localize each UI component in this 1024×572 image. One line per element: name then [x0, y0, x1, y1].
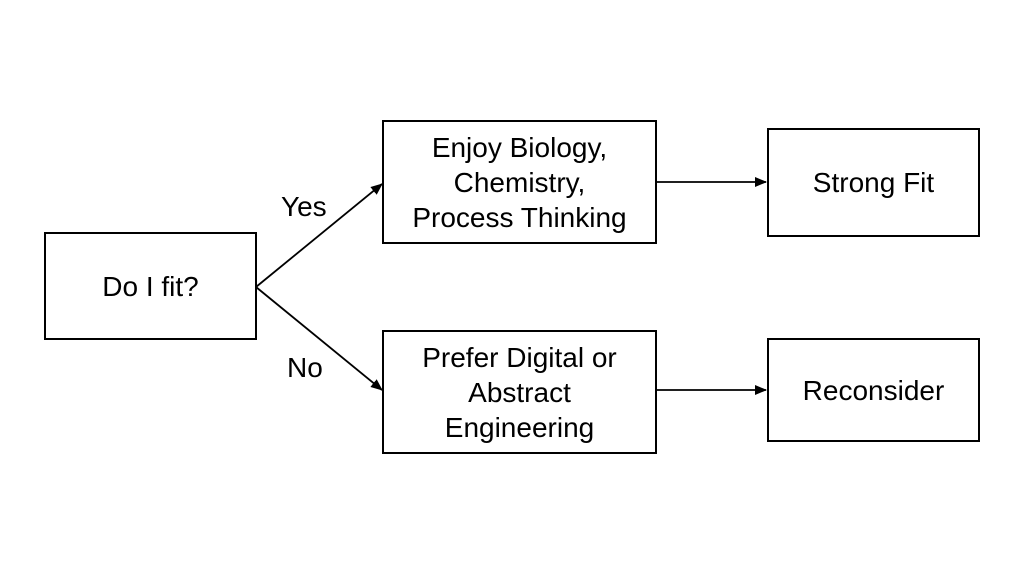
- yes-edge-label: Yes: [281, 191, 327, 222]
- reconsider-label: Reconsider: [802, 374, 945, 406]
- strong-fit-node: Strong Fit: [767, 128, 980, 237]
- arrow-start-to-yes: [255, 183, 383, 288]
- yes-condition-node: Enjoy Biology, Chemistry, Process Thinki…: [382, 120, 657, 244]
- start-node: Do I fit?: [44, 232, 257, 340]
- strong-fit-label: Strong Fit: [812, 167, 935, 198]
- start-node-label: Do I fit?: [102, 270, 199, 302]
- yes-condition-label: Enjoy Biology, Chemistry, Process Thinki…: [412, 131, 627, 233]
- no-condition-node: Prefer Digital or Abstract Engineering: [382, 330, 657, 454]
- arrow-start-to-no: [255, 286, 383, 391]
- reconsider-node: Reconsider: [767, 338, 980, 442]
- no-condition-label: Prefer Digital or Abstract Engineering: [422, 341, 617, 443]
- no-edge-label: No: [287, 352, 323, 383]
